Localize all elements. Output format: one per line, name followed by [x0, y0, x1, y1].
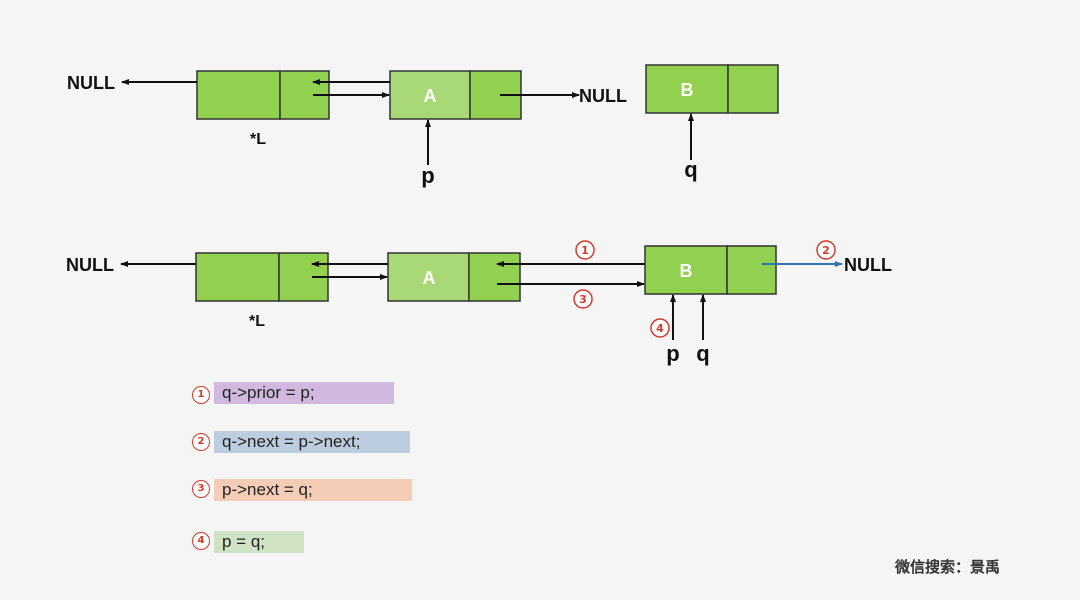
watermark: 微信搜索：景禹	[895, 558, 1001, 576]
bottom-node-b-label: B	[680, 261, 693, 281]
top-pointer-p: p	[421, 163, 434, 188]
marker-step-4: 4	[650, 318, 670, 338]
top-node-b: B	[645, 64, 779, 114]
top-head-label: *L	[250, 131, 266, 148]
svg-text:3: 3	[579, 293, 587, 306]
svg-text:2: 2	[822, 244, 830, 257]
svg-text:4: 4	[656, 322, 664, 335]
top-null-left: NULL	[67, 73, 115, 93]
code-step-3-badge: 3	[192, 480, 210, 498]
code-line-1: q->prior = p;	[214, 382, 394, 404]
bottom-node-b: B	[644, 245, 777, 295]
top-pointer-q: q	[684, 157, 697, 182]
bottom-null-right: NULL	[844, 255, 892, 275]
bottom-pointer-q: q	[696, 341, 709, 366]
top-head-node	[196, 70, 330, 120]
marker-step-3: 3	[573, 289, 593, 309]
top-row: A B NULL NULL *L p q	[67, 64, 779, 188]
bottom-null-left: NULL	[66, 255, 114, 275]
top-node-b-label: B	[681, 80, 694, 100]
bottom-head-node	[195, 252, 329, 302]
top-null-right: NULL	[579, 86, 627, 106]
marker-step-2: 2	[816, 240, 836, 260]
bottom-node-a-label: A	[423, 268, 436, 288]
top-node-a-label: A	[424, 86, 437, 106]
code-line-4: p = q;	[214, 531, 304, 553]
code-line-2: q->next = p->next;	[214, 431, 410, 453]
code-line-3: p->next = q;	[214, 479, 412, 501]
bottom-node-a: A	[387, 252, 521, 302]
marker-step-1: 1	[575, 240, 595, 260]
bottom-row: A B NULL NULL *L p q 1 2	[66, 240, 892, 366]
bottom-pointer-p: p	[666, 341, 679, 366]
code-step-2-badge: 2	[192, 433, 210, 451]
bottom-head-label: *L	[249, 313, 265, 330]
code-step-1-badge: 1	[192, 386, 210, 404]
code-step-4-badge: 4	[192, 532, 210, 550]
svg-text:1: 1	[581, 244, 589, 257]
